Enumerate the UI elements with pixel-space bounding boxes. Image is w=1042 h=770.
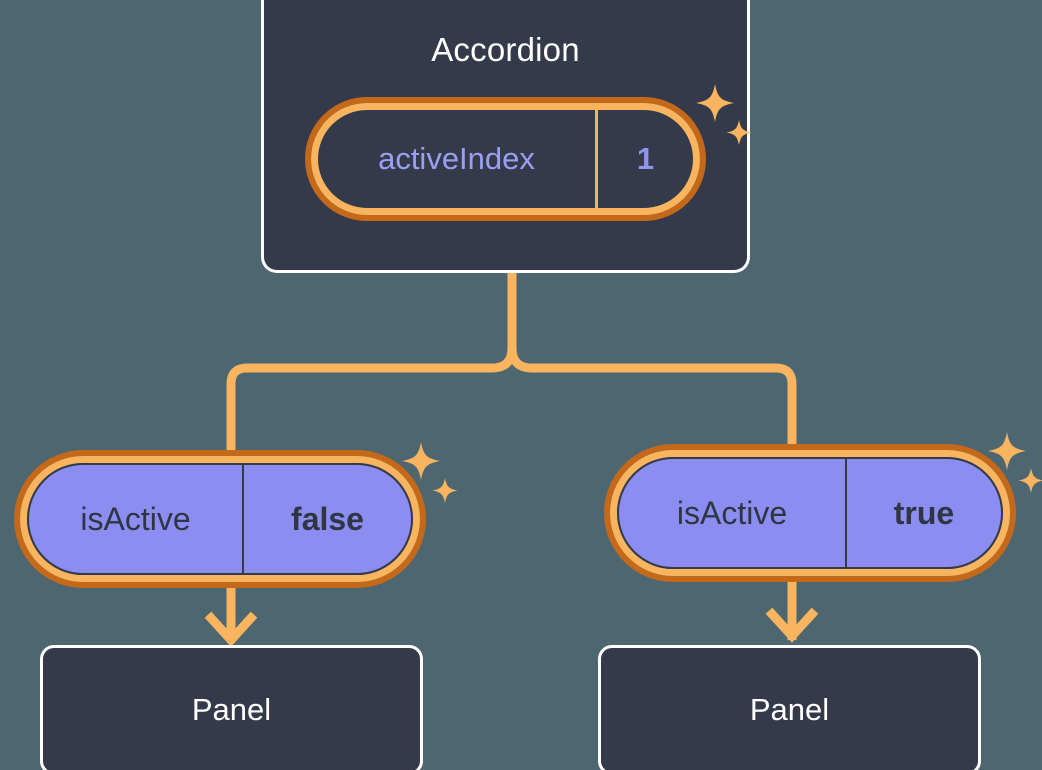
pill-inner-ring <box>311 103 700 215</box>
arrowhead-left <box>204 611 258 647</box>
state-pill-right[interactable]: isActive true <box>604 444 1016 582</box>
state-right-body: isActive true <box>617 457 1003 569</box>
panel-right-title: Panel <box>749 692 830 727</box>
pill-outer-ring <box>604 444 1016 582</box>
connector-left-branch <box>226 347 517 452</box>
state-pill-left[interactable]: isActive false <box>14 450 426 588</box>
panel-left-title: Panel <box>191 692 272 727</box>
active-index-value: 1 <box>636 141 655 176</box>
sparkle-icon <box>1018 468 1042 493</box>
state-left-body: isActive false <box>27 463 413 575</box>
connector-trunk <box>507 272 797 452</box>
active-index-pill[interactable]: activeIndex 1 <box>305 97 706 221</box>
pill-outer-ring <box>14 450 426 588</box>
pill-inner-ring <box>610 450 1010 576</box>
panel-box-left: Panel <box>40 645 423 770</box>
state-left-key: isActive <box>29 465 244 573</box>
state-left-value: false <box>291 500 364 537</box>
pill-outer-ring <box>305 97 706 221</box>
active-index-body: activeIndex 1 <box>318 110 693 208</box>
accordion-title: Accordion <box>431 31 580 68</box>
panel-box-right: Panel <box>598 645 981 770</box>
pill-inner-ring <box>20 456 420 582</box>
active-index-key: activeIndex <box>318 110 598 208</box>
state-right-value: true <box>893 494 955 531</box>
sparkle-icon <box>432 478 458 503</box>
arrowhead-right <box>765 607 819 643</box>
state-right-key: isActive <box>619 459 847 567</box>
